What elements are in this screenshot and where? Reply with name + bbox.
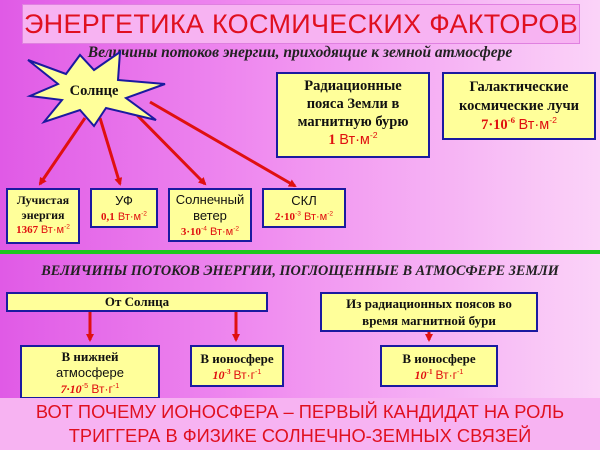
absorbed-value: 7·10 [60, 382, 82, 396]
arrow-sun-to-radiant [38, 117, 87, 186]
absorbed-label-2: атмосфере [56, 365, 124, 380]
conclusion-line2: ТРИГГЕРА В ФИЗИКЕ СОЛНЕЧНО-ЗЕМНЫХ СВЯЗЕЙ [68, 425, 532, 446]
radiation-belts-value-row: 1 Вт·м-2 [278, 131, 428, 149]
radiation-belts-line1: Радиационные [304, 78, 402, 94]
source-label-1: Лучистая [16, 193, 70, 207]
absorbed-value-row: 7·10-5 Вт·г-1 [22, 381, 158, 397]
source-unit-exp: -2 [141, 210, 147, 218]
absorbed-ionosphere-sun: В ионосфере 10-3 Вт·г-1 [190, 345, 284, 387]
galactic-value-row: 7·10-6 Вт·м-2 [444, 116, 594, 135]
conclusion-banner: ВОТ ПОЧЕМУ ИОНОСФЕРА – ПЕРВЫЙ КАНДИДАТ Н… [0, 398, 600, 450]
source-unit: Вт·м [209, 226, 234, 238]
source-label-1: УФ [115, 193, 133, 208]
galactic-unit-exp: -2 [549, 115, 557, 126]
absorbed-value: 10 [212, 368, 225, 382]
absorbed-label-1: В нижней [61, 349, 119, 364]
section-divider [0, 250, 600, 254]
arrow-sun-to-uv [98, 117, 123, 186]
source-unit-exp: -2 [64, 223, 70, 231]
absorbed-lower-atmosphere: В нижней атмосфере 7·10-5 Вт·г-1 [20, 345, 160, 399]
source-unit: Вт·м [303, 211, 328, 223]
absorbed-unit: Вт·г [233, 368, 256, 382]
source-value-row: 1367 Вт·м-2 [8, 223, 78, 238]
sun-burst [26, 49, 166, 128]
absorbed-unit-exp: -1 [255, 367, 262, 376]
source-value: 1367 [16, 224, 39, 236]
source-value: 2·10 [274, 211, 296, 223]
galactic-line2: космические лучи [459, 98, 579, 114]
absorbed-value-exp: -1 [426, 368, 433, 376]
galactic-value: 7·10 [481, 117, 508, 133]
source-value: 0,1 [101, 211, 115, 223]
radiation-belts-box: Радиационные пояса Земли в магнитную бур… [276, 72, 430, 158]
source-label-2: ветер [193, 208, 227, 223]
source-solar-wind: Солнечный ветер 3·10-4 Вт·м-2 [168, 188, 252, 242]
radiation-belts-unit: Вт·м [339, 132, 370, 148]
from-sun-label: От Солнца [104, 294, 170, 309]
conclusion-line1: ВОТ ПОЧЕМУ ИОНОСФЕРА – ПЕРВЫЙ КАНДИДАТ Н… [35, 401, 565, 422]
absorbed-unit-exp: -1 [457, 367, 464, 376]
from-belts-line1: Из радиационных поясов во [346, 296, 512, 311]
source-skl: СКЛ 2·10-3 Вт·м-2 [262, 188, 346, 228]
source-unit: Вт·м [40, 224, 65, 236]
source-radiant-energy: Лучистая энергия 1367 Вт·м-2 [6, 188, 80, 244]
galactic-unit: Вт·м [518, 117, 550, 133]
section2-title: ВЕЛИЧИНЫ ПОТОКОВ ЭНЕРГИИ, ПОГЛОЩЕННЫЕ В … [41, 263, 559, 279]
absorbed-ionosphere-belts: В ионосфере 10-1 Вт·г-1 [380, 345, 498, 387]
absorbed-unit-exp: -1 [112, 381, 120, 390]
source-value-row: 0,1 Вт·м-2 [92, 209, 156, 226]
radiation-belts-unit-exp: -2 [369, 130, 378, 141]
absorbed-value-row: 10-3 Вт·г-1 [192, 367, 282, 384]
from-sun-box: От Солнца [6, 292, 268, 312]
absorbed-value-exp: -5 [81, 381, 89, 390]
absorbed-value-row: 10-1 Вт·г-1 [382, 367, 496, 384]
source-unit: Вт·м [117, 211, 142, 223]
radiation-belts-value: 1 [328, 132, 336, 148]
radiation-belts-line3: магнитную бурю [297, 114, 409, 130]
source-uv: УФ 0,1 Вт·м-2 [90, 188, 158, 228]
subtitle: Величины потоков энергии, приходящие к з… [87, 44, 513, 61]
absorbed-label-1: В ионосфере [402, 351, 476, 366]
source-value-exp: -3 [295, 210, 301, 218]
source-value: 3·10 [180, 226, 202, 238]
radiation-belts-line2: пояса Земли в [306, 96, 400, 112]
galactic-rays-box: Галактические космические лучи 7·10-6 Вт… [442, 72, 596, 140]
absorbed-value-exp: -3 [224, 368, 231, 376]
page-title: ЭНЕРГЕТИКА КОСМИЧЕСКИХ ФАКТОРОВ [22, 4, 580, 44]
galactic-value-exp: -6 [507, 115, 515, 126]
absorbed-unit: Вт·г [435, 368, 458, 382]
source-label-2: энергия [21, 208, 65, 222]
source-unit-exp: -2 [233, 225, 240, 233]
sun-label: Солнце [70, 83, 119, 99]
galactic-line1: Галактические [469, 79, 569, 95]
source-value-exp: -4 [201, 225, 207, 233]
from-belts-box: Из радиационных поясов во время магнитно… [320, 292, 538, 332]
from-belts-line2: время магнитной бури [362, 313, 496, 328]
source-unit-exp: -2 [327, 210, 334, 218]
absorbed-label-1: В ионосфере [200, 351, 274, 366]
arrow-sun-to-wind [128, 106, 207, 186]
absorbed-unit: Вт·г [91, 382, 113, 396]
absorbed-value: 10 [414, 368, 427, 382]
source-label-1: Солнечный [175, 192, 245, 207]
source-value-row: 3·10-4 Вт·м-2 [170, 224, 250, 240]
arrow-sun-to-skl [149, 100, 297, 188]
source-value-row: 2·10-3 Вт·м-2 [264, 209, 344, 226]
source-label-1: СКЛ [291, 193, 317, 208]
sun-arrows [38, 100, 297, 188]
